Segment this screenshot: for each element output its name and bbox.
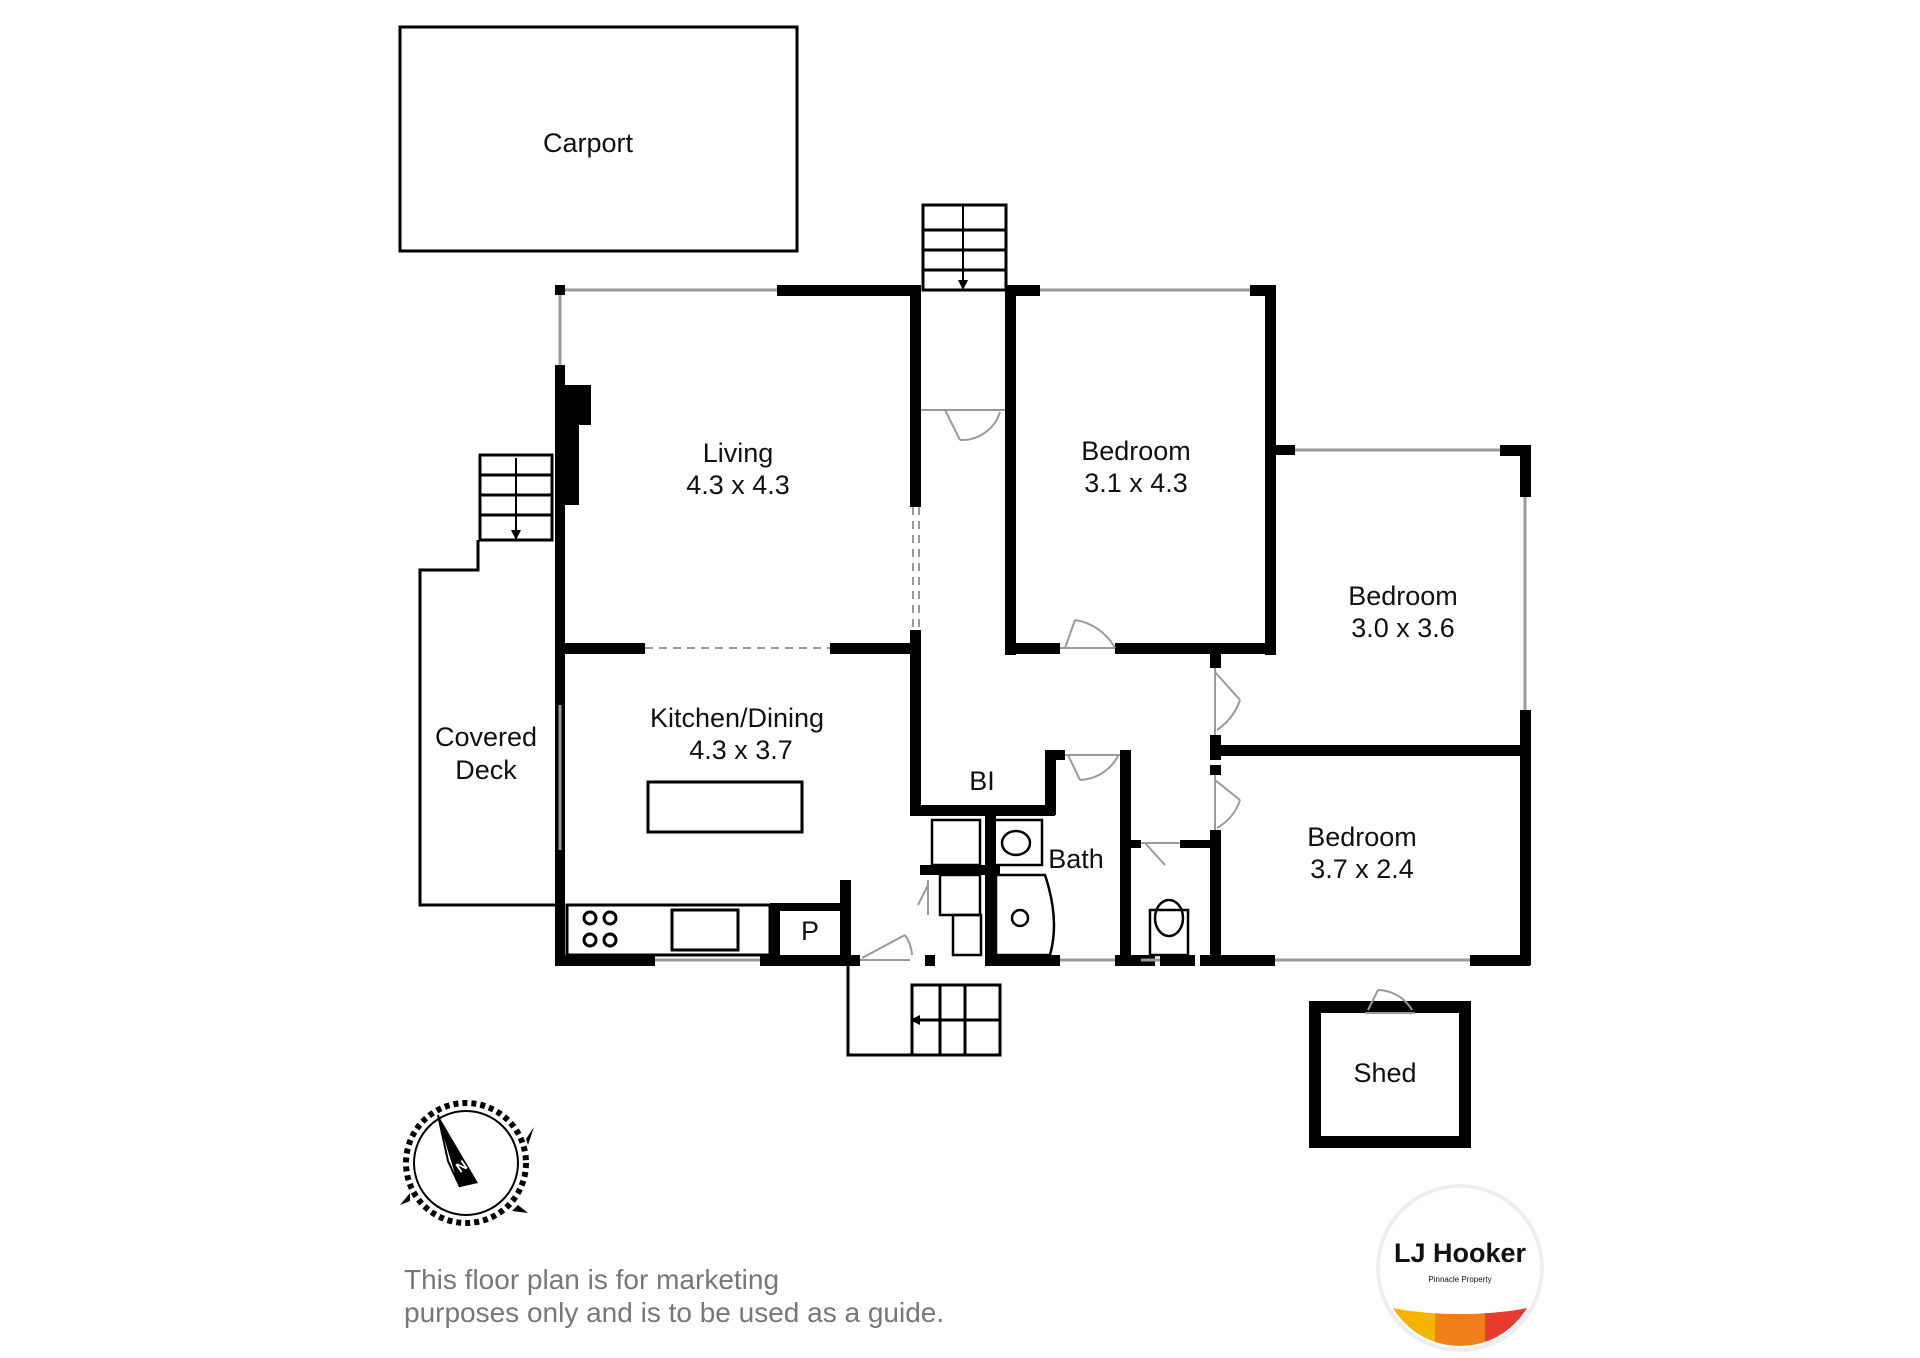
- stairs-rear: [846, 965, 1002, 1057]
- deck-label-line1: Covered: [435, 722, 537, 752]
- compass-icon: N: [400, 1100, 534, 1226]
- windows: [558, 288, 1527, 962]
- bedroom3-dims: 3.7 x 2.4: [1310, 854, 1414, 884]
- shed-label: Shed: [1353, 1058, 1416, 1088]
- bedroom3-label: Bedroom: [1307, 822, 1417, 852]
- carport: [398, 25, 799, 253]
- kitchen-label: Kitchen/Dining: [650, 703, 824, 733]
- bedroom2-dims: 3.0 x 3.6: [1351, 613, 1455, 643]
- covered-deck: [418, 540, 555, 907]
- lj-hooker-logo: LJ Hooker Pinnacle Property: [1376, 1184, 1544, 1352]
- logo-office: Pinnacle Property: [1428, 1275, 1491, 1284]
- stairs-deck: [478, 453, 554, 542]
- kitchen-dims: 4.3 x 3.7: [689, 735, 793, 765]
- kitchen-fixtures: [565, 780, 804, 957]
- disclaimer-line2: purposes only and is to be used as a gui…: [404, 1297, 945, 1328]
- deck-label-line2: Deck: [455, 755, 517, 785]
- bath-fixtures: [930, 818, 1190, 957]
- carport-label: Carport: [543, 128, 634, 158]
- doors: [860, 409, 1241, 961]
- shed: [1309, 989, 1471, 1148]
- bedroom1-dims: 3.1 x 4.3: [1084, 468, 1188, 498]
- bi-label: BI: [969, 766, 995, 796]
- disclaimer: This floor plan is for marketing purpose…: [404, 1263, 1104, 1329]
- disclaimer-line1: This floor plan is for marketing: [404, 1264, 780, 1295]
- bedroom2-label: Bedroom: [1348, 581, 1458, 611]
- bedroom1-label: Bedroom: [1081, 436, 1191, 466]
- stairs-top: [921, 203, 1008, 292]
- walls: [555, 285, 1531, 966]
- living-label: Living: [703, 438, 774, 468]
- bath-label: Bath: [1048, 844, 1104, 874]
- openings: [645, 507, 920, 649]
- pantry-label: P: [801, 916, 819, 946]
- room-labels: Carport Living 4.3 x 4.3 Bedroom 3.1 x 4…: [435, 128, 1458, 1088]
- logo-brand: LJ Hooker: [1394, 1238, 1527, 1268]
- living-dims: 4.3 x 4.3: [686, 470, 790, 500]
